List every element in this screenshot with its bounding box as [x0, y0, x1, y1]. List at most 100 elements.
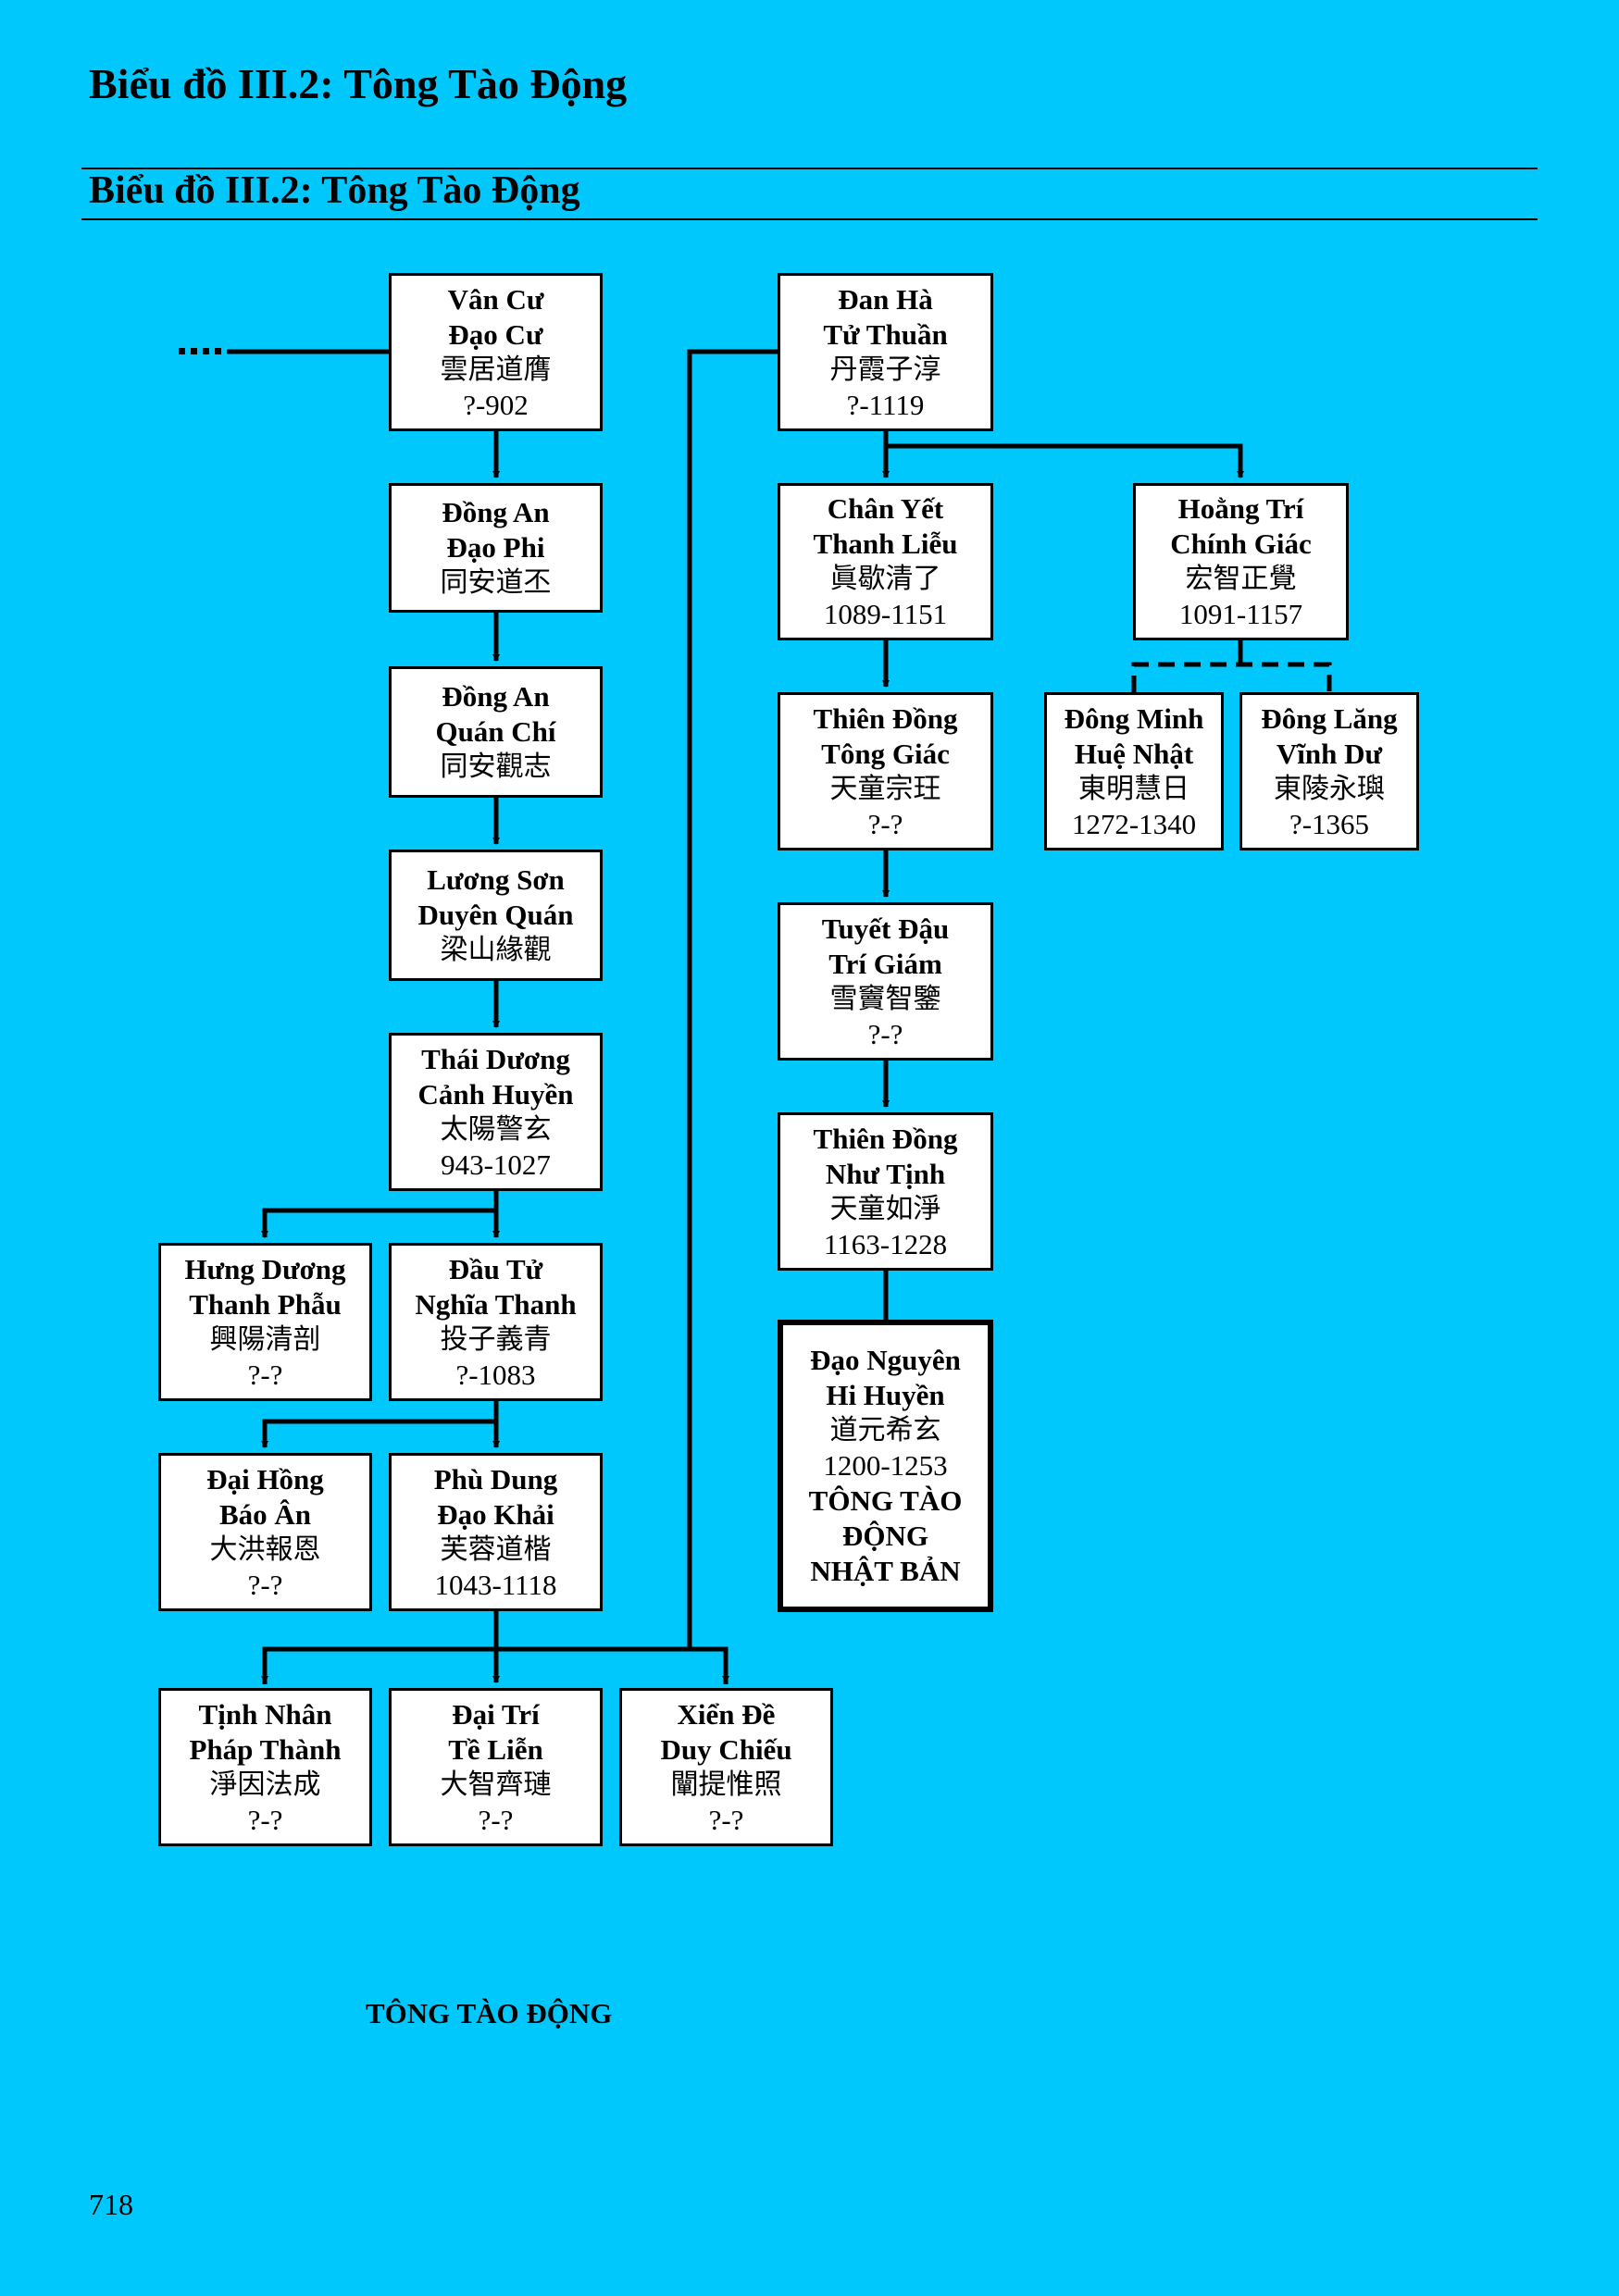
node-hoang-tri: Hoằng Trí Chính Giác 宏智正覺 1091-1157 [1133, 483, 1349, 640]
node-name-line2: Nghĩa Thanh [415, 1287, 577, 1321]
node-note-line2: ĐỘNG [842, 1520, 928, 1552]
node-chinese: 同安道丕 [440, 566, 552, 599]
node-dates: ?-? [247, 1358, 283, 1391]
node-dau-tu: Đầu Tử Nghĩa Thanh 投子義青 ?-1083 [389, 1243, 603, 1401]
node-name-line1: Đồng An [442, 496, 550, 528]
node-name-line2: Quán Chí [435, 715, 556, 748]
node-name-line1: Đại Trí [452, 1697, 540, 1731]
node-xien-de: Xiển Đề Duy Chiếu 闡提惟照 ?-? [619, 1688, 833, 1846]
page-number: 718 [89, 2188, 133, 2221]
page-title: Biểu đồ III.2: Tông Tào Động [89, 60, 628, 107]
rule-top [81, 168, 1538, 169]
node-chinese: 淨因法成 [209, 1768, 321, 1801]
node-chinese: 雲居道膺 [440, 353, 552, 386]
node-dao-nguyen: Đạo Nguyên Hi Huyền 道元希玄 1200-1253 TÔNG … [778, 1320, 993, 1612]
node-dates: ?-? [708, 1803, 744, 1836]
node-chinese: 太陽警玄 [440, 1112, 552, 1146]
node-chinese: 眞歇清了 [829, 563, 941, 595]
node-name-line1: Chân Yết [827, 492, 944, 525]
node-chinese: 天童如淨 [829, 1192, 941, 1225]
node-dates: 943-1027 [441, 1148, 551, 1181]
node-tuyet-dau: Tuyết Đậu Trí Giám 雪竇智鑒 ?-? [778, 902, 993, 1061]
connector-danha-hoangtri [886, 443, 1244, 478]
node-name-line2: Huệ Nhật [1074, 737, 1194, 770]
node-name-line1: Phù Dung [433, 1462, 558, 1496]
node-name-line2: Tử Thuần [823, 317, 948, 351]
node-name-line2: Hi Huyền [826, 1379, 945, 1411]
node-name-line1: Đầu Tử [448, 1252, 543, 1285]
node-van-cu: Vân Cư Đạo Cư 雲居道膺 ?-902 [389, 273, 603, 431]
node-name-line2: Pháp Thành [189, 1732, 342, 1766]
node-tinh-nhan: Tịnh Nhân Pháp Thành 淨因法成 ?-? [158, 1688, 372, 1846]
node-dates: 1091-1157 [1178, 598, 1303, 630]
diagram-caption: TÔNG TÀO ĐỘNG [366, 1997, 613, 2029]
node-dates: ?-1365 [1289, 807, 1370, 840]
node-dates: ?-1119 [846, 388, 925, 421]
node-chan-yet: Chân Yết Thanh Liễu 眞歇清了 1089-1151 [778, 483, 993, 640]
node-name-line1: Đại Hồng [206, 1462, 324, 1496]
node-chinese: 東陵永璵 [1274, 772, 1385, 805]
node-name-line2: Thanh Phẫu [189, 1287, 342, 1321]
node-chinese: 芙蓉道楷 [440, 1533, 552, 1566]
node-name-line2: Báo Ân [218, 1497, 312, 1531]
node-chinese: 大洪報恩 [209, 1533, 321, 1566]
node-name-line2: Như Tịnh [825, 1157, 946, 1190]
node-name-line2: Duy Chiếu [660, 1732, 792, 1766]
node-dates: ?-? [867, 1017, 903, 1050]
node-name-line2: Đạo Cư [448, 317, 543, 351]
node-chinese: 興陽清剖 [209, 1322, 321, 1356]
node-dates: 1043-1118 [434, 1568, 557, 1601]
node-name-line2: Tông Giác [821, 737, 950, 770]
node-note-line1: TÔNG TÀO [808, 1484, 963, 1517]
node-phu-dung: Phù Dung Đạo Khải 芙蓉道楷 1043-1118 [389, 1453, 603, 1611]
node-thien-dong-tong-giac: Thiên Đồng Tông Giác 天童宗玨 ?-? [778, 692, 993, 850]
node-name-line2: Chính Giác [1170, 527, 1312, 560]
node-chinese: 闡提惟照 [670, 1768, 782, 1801]
rule-bottom [81, 218, 1538, 220]
node-chinese: 大智齊璉 [440, 1768, 552, 1801]
node-dong-an-quan-chi: Đồng An Quán Chí 同安觀志 [389, 666, 603, 798]
node-dates: 1200-1253 [823, 1449, 948, 1482]
connector-thaiduong-hungduong [261, 1191, 499, 1238]
node-name-line1: Thiên Đồng [813, 1122, 958, 1155]
connector-danha-trunk [496, 349, 778, 1652]
connector-dautu-daihong [261, 1401, 499, 1448]
node-chinese: 投子義青 [440, 1322, 552, 1356]
node-name-line1: Tịnh Nhân [198, 1697, 332, 1731]
node-name-line2: Đạo Khải [437, 1497, 554, 1531]
node-name-line2: Trí Giám [828, 947, 942, 980]
section-title: Biểu đồ III.2: Tông Tào Động [89, 169, 580, 212]
node-chinese: 道元希玄 [829, 1414, 941, 1446]
node-name-line1: Thiên Đồng [813, 701, 958, 735]
node-thien-dong-nhu-tinh: Thiên Đồng Như Tịnh 天童如淨 1163-1228 [778, 1112, 993, 1271]
node-dong-minh: Đông Minh Huệ Nhật 東明慧日 1272-1340 [1044, 692, 1224, 850]
node-dates: 1272-1340 [1071, 807, 1197, 840]
node-dates: 1163-1228 [823, 1227, 948, 1260]
node-name-line1: Vân Cư [447, 282, 544, 316]
node-name-line1: Hoằng Trí [1177, 492, 1304, 525]
node-name-line2: Duyên Quán [417, 899, 574, 931]
node-dan-ha: Đan Hà Tử Thuần 丹霞子淳 ?-1119 [778, 273, 993, 431]
node-dai-hong: Đại Hồng Báo Ân 大洪報恩 ?-? [158, 1453, 372, 1611]
node-dong-an-dao-phi: Đồng An Đạo Phi 同安道丕 [389, 483, 603, 613]
node-dates: ?-? [247, 1803, 283, 1836]
node-name-line1: Đạo Nguyên [810, 1344, 961, 1376]
node-chinese: 梁山緣觀 [440, 934, 552, 966]
node-dates: ?-? [867, 807, 903, 840]
node-note-line3: NHẬT BẢN [810, 1555, 961, 1587]
node-chinese: 雪竇智鑒 [829, 982, 941, 1015]
node-luong-son: Lương Sơn Duyên Quán 梁山緣觀 [389, 850, 603, 981]
node-name-line1: Đông Minh [1064, 701, 1204, 735]
node-name-line2: Thanh Liễu [813, 527, 958, 560]
node-name-line1: Đông Lăng [1261, 701, 1398, 735]
node-name-line2: Cảnh Huyền [417, 1077, 574, 1111]
node-chinese: 同安觀志 [440, 751, 552, 783]
node-dates: ?-1083 [455, 1358, 536, 1391]
node-chinese: 宏智正覺 [1185, 563, 1297, 595]
node-dates: ?-? [478, 1803, 514, 1836]
node-name-line1: Thái Dương [421, 1042, 570, 1075]
node-name-line2: Tề Liễn [448, 1732, 543, 1766]
node-chinese: 丹霞子淳 [829, 353, 941, 386]
node-thai-duong: Thái Dương Cảnh Huyền 太陽警玄 943-1027 [389, 1033, 603, 1191]
